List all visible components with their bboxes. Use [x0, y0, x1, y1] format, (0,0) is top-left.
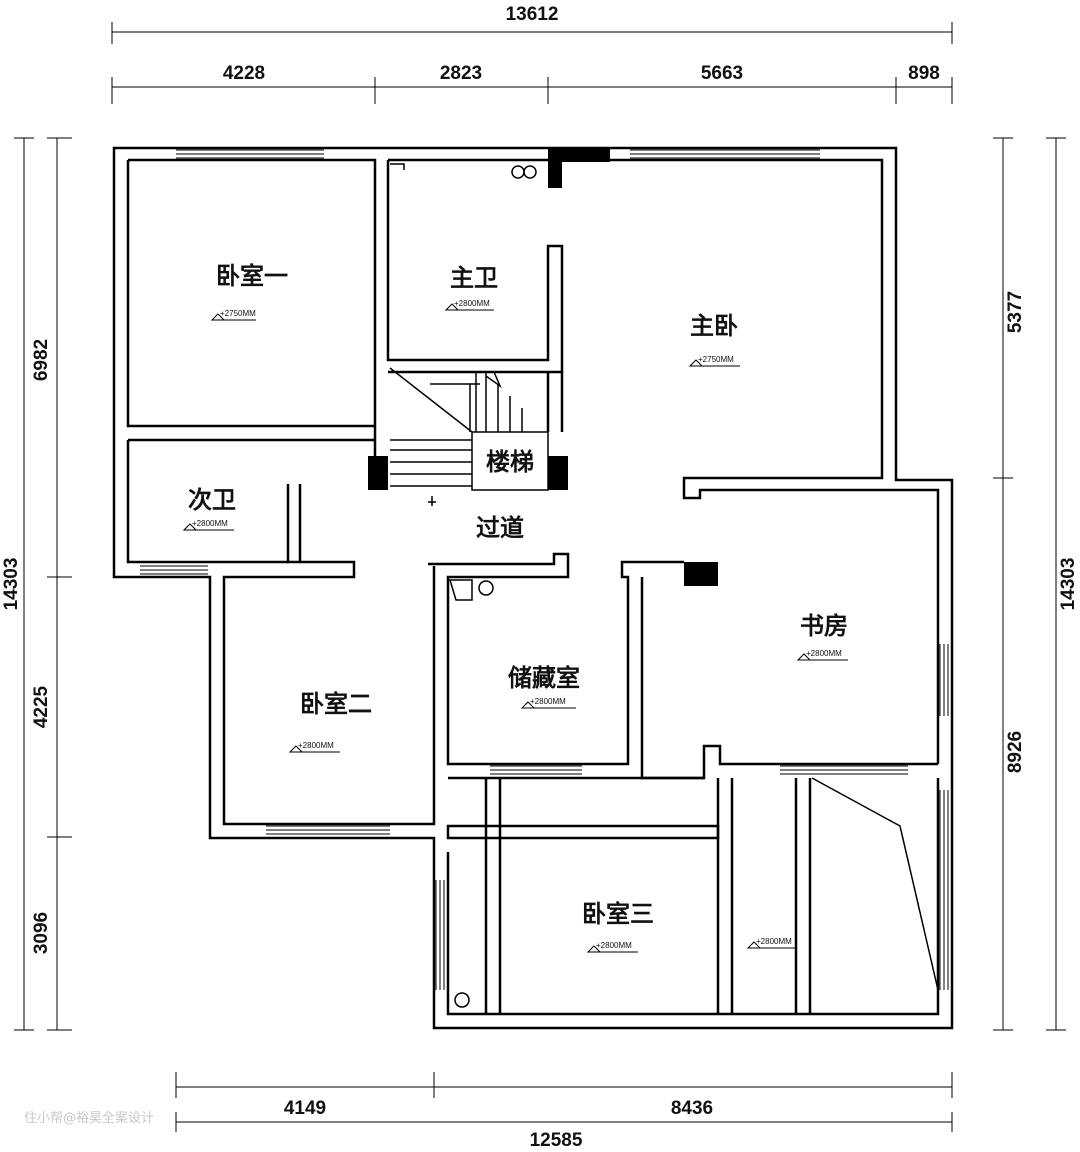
left-dimension-lines	[14, 137, 72, 1031]
room-label-bedroom3: 卧室三	[582, 899, 654, 928]
fixtures	[390, 163, 537, 1008]
dim-top-segment: 5663	[701, 63, 743, 84]
room-label-bedroom2: 卧室二	[300, 689, 372, 718]
dim-bottom-total: 12585	[530, 1130, 583, 1151]
dim-bottom-segment: 4149	[284, 1098, 326, 1119]
dim-top-segment: 4228	[223, 63, 265, 84]
dim-left-segment: 3096	[31, 912, 52, 954]
elevation-marker-icon	[746, 941, 796, 949]
elevation-study: +2800MM	[806, 649, 842, 658]
elevation-marker-icon	[520, 701, 576, 709]
dim-right-total: 14303	[1058, 558, 1079, 611]
elevation-marker-icon	[182, 523, 234, 531]
dim-top-total: 13612	[506, 4, 559, 25]
dim-top-segment: 898	[908, 63, 940, 84]
elevation-marker-icon	[796, 653, 848, 661]
room-label-stairs: 楼梯	[486, 447, 534, 476]
room-label-storage: 储藏室	[508, 663, 580, 692]
elevation-bedroom2: +2800MM	[298, 741, 334, 750]
elevation-bedroom3: +2800MM	[596, 941, 632, 950]
bottom-dimension-lines	[175, 1072, 953, 1132]
elevation-marker-icon	[210, 313, 256, 321]
elevation-balcony: +2800MM	[756, 937, 792, 946]
dim-left-segment: 4225	[31, 685, 52, 728]
elevation-master-bedroom: +2750MM	[698, 355, 734, 364]
dim-right-segment: 5377	[1005, 291, 1026, 333]
room-label-bedroom1: 卧室一	[216, 261, 288, 290]
room-label-master-bath: 主卫	[450, 263, 498, 292]
room-label-master-bedroom: 主卧	[690, 311, 738, 340]
dim-left-segment: 6982	[31, 339, 52, 381]
room-label-corridor: 过道	[476, 513, 524, 542]
elevation-second-bath: +2800MM	[192, 519, 228, 528]
elevation-marker-icon	[586, 945, 638, 953]
elevation-marker-icon	[444, 303, 494, 311]
elevation-master-bath: +2800MM	[454, 299, 490, 308]
stair-treads	[389, 367, 549, 506]
right-dimension-lines	[993, 137, 1066, 1031]
exterior-walls	[112, 146, 954, 1030]
elevation-storage: +2800MM	[530, 697, 566, 706]
structural-columns	[368, 148, 718, 586]
elevation-bedroom1: +2750MM	[220, 309, 256, 318]
top-dimension-lines	[111, 22, 953, 104]
dim-left-total: 14303	[1, 558, 22, 611]
room-label-second-bath: 次卫	[188, 485, 236, 514]
dim-bottom-segment: 8436	[671, 1098, 713, 1119]
windows	[140, 149, 949, 990]
elevation-marker-icon	[288, 745, 340, 753]
elevation-marker-icon	[688, 359, 740, 367]
dim-right-segment: 8926	[1005, 731, 1026, 773]
dim-top-segment: 2823	[440, 63, 482, 84]
watermark: 住小帮@裕昊全案设计	[24, 1110, 154, 1126]
interior-walls	[222, 160, 939, 1014]
room-label-study: 书房	[800, 611, 848, 640]
